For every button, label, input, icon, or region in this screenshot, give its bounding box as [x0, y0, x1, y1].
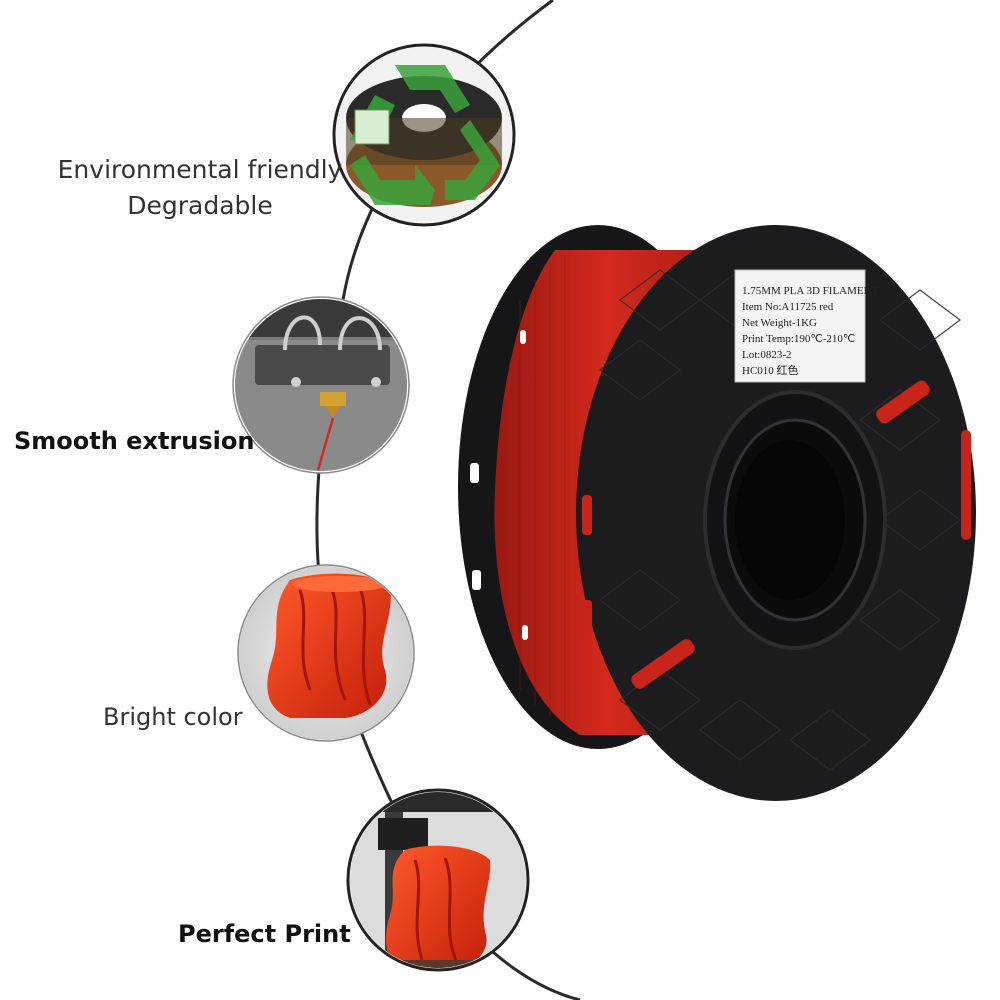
filament-slot [582, 600, 592, 640]
printer-print-icon [385, 845, 491, 968]
filament-clip [961, 430, 971, 540]
spool-label-line: Lot:0823-2 [742, 349, 792, 361]
spool-label-line: Print Temp:190℃-210℃ [742, 333, 855, 345]
spool-label-card [734, 269, 866, 383]
filament-slot [582, 495, 592, 535]
spool-hole [520, 330, 526, 344]
feature-circle-extrusion [232, 296, 410, 474]
spool-hub-hole [735, 440, 845, 600]
spool-hole [522, 625, 528, 640]
feature-label-print: Perfect Print [178, 920, 351, 948]
feature-circle-environment [332, 43, 516, 227]
feature-circle-bright [237, 564, 415, 742]
feature-label-bright: Bright color [103, 703, 243, 731]
feature-label-extrusion: Smooth extrusion [14, 427, 255, 455]
feature-label-line: Environmental friendly [57, 155, 343, 184]
filament-slot [631, 639, 695, 689]
vase-print-icon [267, 573, 391, 718]
feature-label-environment: Environmental friendly Degradable [55, 152, 345, 224]
spool-label-line: Net Weight-1KG [742, 317, 817, 329]
filament-slot [876, 380, 930, 424]
extruder-nozzle-icon [255, 315, 390, 471]
spool-label-line: Item No:A11725 red [742, 301, 834, 313]
spool-hole [470, 463, 479, 483]
recycle-icon [350, 65, 500, 205]
feature-label-line: Degradable [127, 191, 273, 220]
spool-label-line: HC010 红色 [742, 363, 799, 377]
spool-hole [472, 570, 481, 590]
spool-label-line: 1.75MM PLA 3D FILAMENT [742, 285, 879, 297]
feature-circle-print [346, 788, 530, 972]
filament-spool: 1.75MM PLA 3D FILAMENT Item No:A11725 re… [458, 225, 976, 801]
